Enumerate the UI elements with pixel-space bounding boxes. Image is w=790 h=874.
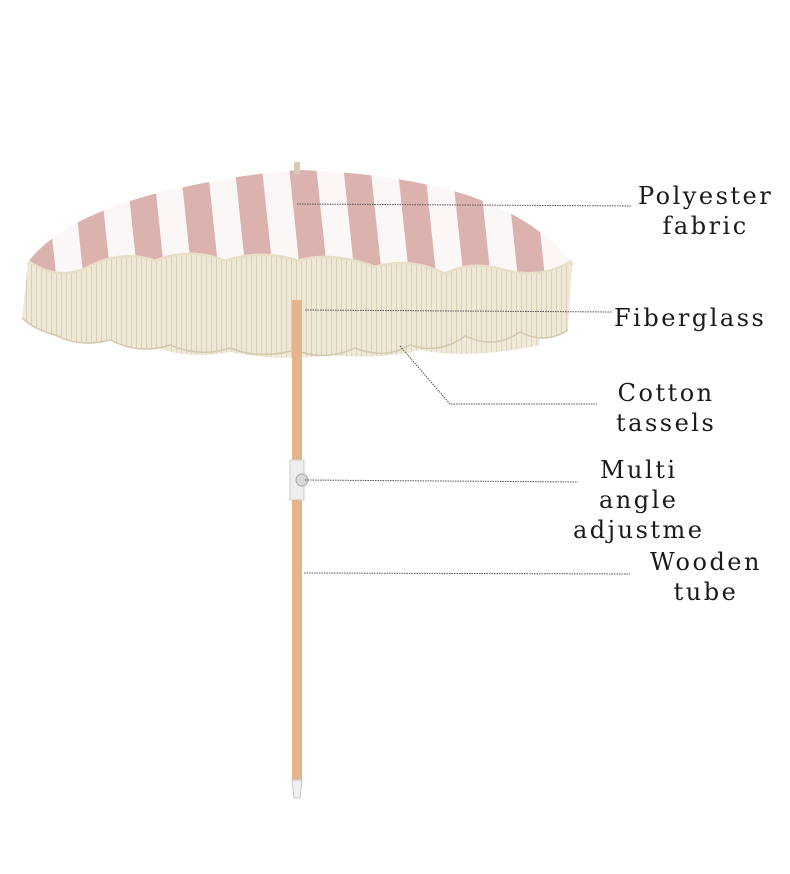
- pole-lower: [292, 500, 302, 780]
- pole-spike: [291, 779, 303, 799]
- label-multi-angle: Multi angle adjustme: [573, 455, 705, 545]
- leader-multi: [304, 479, 579, 483]
- label-line: angle: [598, 486, 679, 514]
- label-line: adjustme: [573, 516, 705, 544]
- label-line: Multi: [599, 456, 678, 484]
- label-fiberglass: Fiberglass: [614, 303, 766, 333]
- finial: [294, 162, 300, 174]
- leader-polyester: [296, 203, 633, 207]
- leader-cotton: [399, 345, 597, 405]
- label-line: tube: [673, 578, 739, 606]
- label-line: Wooden: [650, 548, 762, 576]
- label-line: Fiberglass: [614, 304, 767, 332]
- label-line: tassels: [616, 409, 717, 437]
- pole-upper: [292, 300, 302, 472]
- label-cotton-tassels: Cotton tassels: [616, 378, 716, 438]
- canopy: [28, 170, 572, 275]
- leader-fiberglass: [304, 309, 613, 313]
- label-line: Cotton: [617, 379, 715, 407]
- label-line: fabric: [662, 212, 749, 240]
- leader-wooden: [303, 572, 631, 575]
- label-polyester-fabric: Polyester fabric: [638, 181, 773, 241]
- label-line: Polyester: [638, 182, 774, 210]
- label-wooden-tube: Wooden tube: [650, 547, 762, 607]
